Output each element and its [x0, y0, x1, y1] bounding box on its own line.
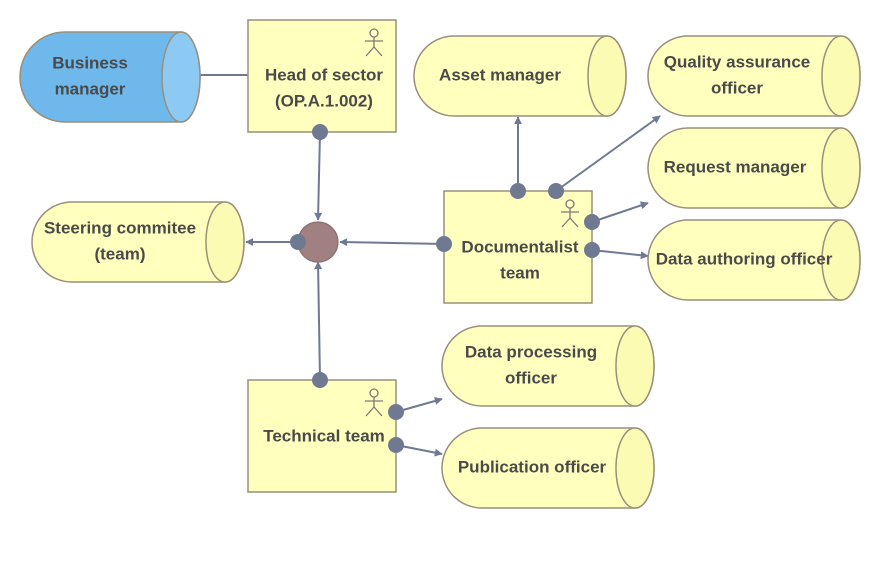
- data-authoring-officer-role[interactable]: Data authoring officer: [647, 219, 861, 301]
- connector-end-dot: [312, 124, 328, 140]
- connector-end-dot: [548, 183, 564, 199]
- connector-end-dot: [290, 234, 306, 250]
- node-label: Publication officer: [458, 457, 607, 476]
- node-label: Data processing: [465, 342, 597, 361]
- node-label: (team): [94, 244, 145, 263]
- node-label: officer: [505, 368, 557, 387]
- connector-dots: [290, 124, 600, 453]
- connector-documentalist-to-junction[interactable]: [339, 238, 445, 247]
- nodes: Business manager Head of sector (OP.A.1.002…: [19, 19, 861, 509]
- connector-documentalist-to-quality[interactable]: [555, 115, 661, 192]
- node-label: Quality assurance: [664, 52, 810, 71]
- node-label: Technical team: [263, 426, 385, 445]
- actor-icon: [365, 28, 383, 57]
- node-label: team: [500, 263, 540, 282]
- node-label: Business: [52, 53, 128, 72]
- connector-documentalist-to-request[interactable]: [591, 201, 649, 223]
- connector-end-dot: [584, 214, 600, 230]
- connector-documentalist-to-authoring[interactable]: [591, 249, 649, 260]
- node-label: manager: [55, 79, 126, 98]
- request-manager-role[interactable]: Request manager: [647, 127, 861, 209]
- steering-committee-role[interactable]: Steering commitee (team): [31, 201, 245, 283]
- connector-technical-to-junction[interactable]: [314, 261, 323, 381]
- asset-manager-role[interactable]: Asset manager: [413, 35, 627, 117]
- connector-end-dot: [436, 236, 452, 252]
- connector-head-to-junction[interactable]: [314, 131, 323, 221]
- node-label: Data authoring officer: [656, 249, 833, 268]
- node-label: Head of sector: [265, 65, 383, 84]
- connector-end-dot: [584, 242, 600, 258]
- connector-end-dot: [388, 437, 404, 453]
- node-label: Documentalist: [461, 237, 578, 256]
- actor-icon: [561, 199, 579, 228]
- node-label: Request manager: [664, 157, 807, 176]
- documentalist-team-actor[interactable]: Documentalist team: [443, 190, 593, 304]
- node-label: Asset manager: [439, 65, 561, 84]
- connector-end-dot: [510, 183, 526, 199]
- node-label: officer: [711, 78, 763, 97]
- publication-officer-role[interactable]: Publication officer: [441, 427, 655, 509]
- node-label: (OP.A.1.002): [275, 91, 373, 110]
- connector-end-dot: [312, 372, 328, 388]
- quality-assurance-officer-role[interactable]: Quality assurance officer: [647, 35, 861, 117]
- technical-team-actor[interactable]: Technical team: [247, 379, 397, 493]
- node-label: Steering commitee: [44, 218, 196, 237]
- data-processing-officer-role[interactable]: Data processing officer: [441, 325, 655, 407]
- head-of-sector-actor[interactable]: Head of sector (OP.A.1.002): [247, 19, 397, 133]
- actor-icon: [365, 388, 383, 417]
- business-manager-role[interactable]: Business manager: [19, 31, 201, 123]
- connector-end-dot: [388, 404, 404, 420]
